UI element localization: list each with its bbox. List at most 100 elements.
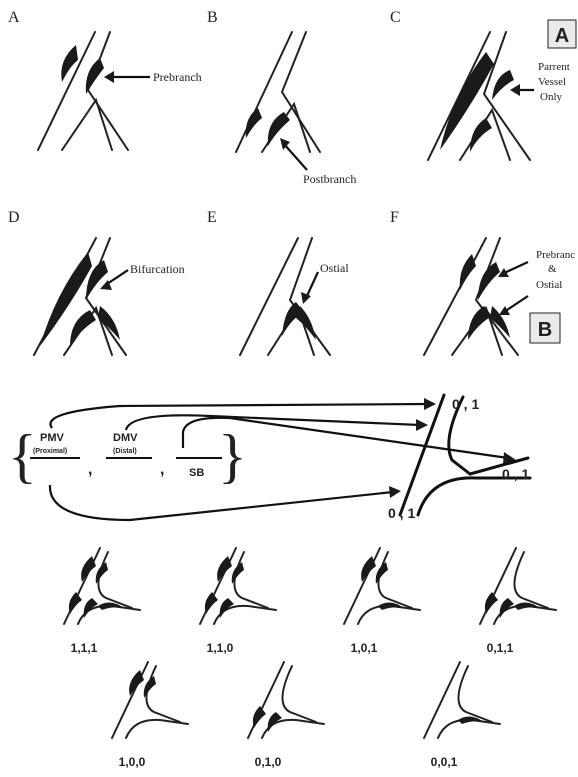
panel-b: B Postbranch: [207, 9, 356, 186]
example-2: 1,1,0: [200, 548, 276, 655]
diagram-label-pmv: 0 , 1: [452, 396, 479, 412]
panel-a-vessel-branch-inner: [62, 100, 112, 150]
panel-e-arrowhead: [301, 292, 311, 304]
panel-b-label: Postbranch: [303, 172, 356, 186]
example-main-vessel: [480, 548, 516, 624]
example-main-vessel: [248, 662, 284, 738]
panel-c-vessel-branch-inner: [460, 110, 510, 160]
example-branch-lower: [358, 606, 420, 624]
example-main-vessel: [64, 548, 100, 624]
panel-c-label-3: Only: [540, 91, 563, 103]
panel-c-label-1: Parrent: [538, 61, 570, 73]
panel-a-arrowhead: [104, 71, 114, 83]
example-code-label: 1,1,0: [207, 641, 234, 655]
legend-open-brace: {: [8, 423, 37, 489]
panel-c-lesion-upper: [492, 70, 514, 100]
notation-legend: { PMV (Proximal) , DMV (Distal) , SB }: [8, 423, 247, 489]
diagram-branch-lower-wall: [418, 478, 530, 515]
example-branch-upper: [146, 666, 180, 722]
part-b: B { PMV (Proximal) , DMV (Distal) , SB }: [8, 313, 560, 769]
example-code-label: 1,0,0: [119, 755, 146, 769]
example-branch-upper: [234, 552, 268, 608]
panel-a: A Prebranch: [8, 9, 202, 150]
legend-comma-2: ,: [160, 461, 164, 478]
example-7: 0,0,1: [424, 662, 500, 769]
panel-f-arrowhead-lower: [499, 306, 510, 315]
panel-f-label-2: &: [548, 263, 557, 275]
example-grid: 1,1,1 1,1,0 1,0,1 0,1,1 1,0,0 0,1,0 0,0,1: [64, 548, 556, 769]
part-a: A A Prebranch B Postbranch: [8, 9, 576, 355]
panel-c-vessel-branch-outer: [484, 32, 530, 160]
pmv-arrowhead: [424, 398, 436, 410]
example-code-label: 0,0,1: [431, 755, 458, 769]
panel-c-letter: C: [390, 9, 401, 26]
panel-a-vessel-branch-outer: [88, 32, 128, 150]
panel-e-lesion-branch: [296, 306, 316, 340]
panel-b-lesion-left: [246, 108, 262, 138]
panel-a-letter: A: [8, 9, 20, 26]
example-branch-lower: [438, 720, 500, 738]
legend-pmv-label: PMV: [40, 432, 65, 444]
example-code-label: 1,0,1: [351, 641, 378, 655]
legend-dmv-label: DMV: [113, 432, 138, 444]
example-3: 1,0,1: [344, 548, 420, 655]
panel-e-label: Ostial: [320, 261, 349, 275]
example-branch-upper: [98, 552, 132, 608]
panel-b-arrow: [284, 144, 307, 170]
diagram-label-dmv: 0 , 1: [388, 505, 415, 521]
panel-a-label: Prebranch: [153, 70, 202, 84]
legend-comma-1: ,: [88, 461, 92, 478]
example-branch-upper: [378, 552, 412, 608]
panel-e-letter: E: [207, 209, 217, 226]
legend-pmv-sub: (Proximal): [33, 448, 67, 455]
example-6: 0,1,0: [248, 662, 324, 769]
panel-e-vessel-main: [240, 238, 298, 355]
panel-c-lesion-lower: [470, 118, 492, 152]
lower-return-arrowhead: [389, 486, 401, 498]
part-b-badge: B: [530, 313, 560, 343]
dmv-arrow: [126, 415, 420, 430]
panel-e-arrow: [306, 272, 318, 298]
panel-c-label-2: Vessel: [538, 76, 566, 88]
example-4: 0,1,1: [480, 548, 556, 655]
part-a-badge: A: [548, 20, 576, 48]
example-dmv-lesion: [205, 592, 218, 614]
example-main-vessel: [200, 548, 236, 624]
legend-dmv-sub: (Distal): [113, 448, 137, 455]
panel-f-lesion-right: [478, 262, 500, 300]
example-branch-upper: [514, 552, 548, 608]
panel-c-lesion-parent: [440, 52, 494, 150]
panel-c-arrowhead: [510, 84, 520, 96]
example-code-label: 0,1,0: [255, 755, 282, 769]
example-main-vessel: [344, 548, 380, 624]
panel-b-vessel-main: [236, 32, 292, 152]
legend-sb-label: SB: [189, 467, 204, 479]
example-dmv-lesion: [485, 592, 498, 614]
panel-d: D Bifurcation: [8, 209, 185, 355]
panel-b-letter: B: [207, 9, 218, 26]
panel-d-label: Bifurcation: [130, 262, 185, 276]
diagram-label-sb: 0 , 1: [502, 466, 529, 482]
example-dmv-lesion: [69, 592, 82, 614]
panel-f-label-3: Ostial: [536, 279, 562, 291]
panel-a-lesion-right: [86, 58, 104, 94]
panel-f-label-1: Prebranc: [536, 249, 575, 261]
panel-f-lesion-ostial: [468, 306, 492, 340]
lower-return-arrow: [50, 485, 393, 520]
panel-f-lesion-left: [460, 254, 476, 290]
panel-d-letter: D: [8, 209, 20, 226]
example-main-vessel: [424, 662, 460, 738]
legend-close-brace: }: [218, 423, 247, 489]
example-main-vessel: [112, 662, 148, 738]
example-5: 1,0,0: [112, 662, 188, 769]
diagram-main-vessel: [400, 395, 444, 515]
panel-d-lesion-parent: [40, 252, 92, 346]
example-code-label: 0,1,1: [487, 641, 514, 655]
panel-f-letter: F: [390, 209, 399, 226]
panel-b-vessel-branch-outer: [282, 32, 320, 152]
panel-c: C Parrent Vessel Only: [390, 9, 570, 160]
example-code-label: 1,1,1: [71, 641, 98, 655]
part-a-badge-text: A: [555, 25, 569, 47]
panel-f-arrow-lower: [504, 296, 528, 312]
